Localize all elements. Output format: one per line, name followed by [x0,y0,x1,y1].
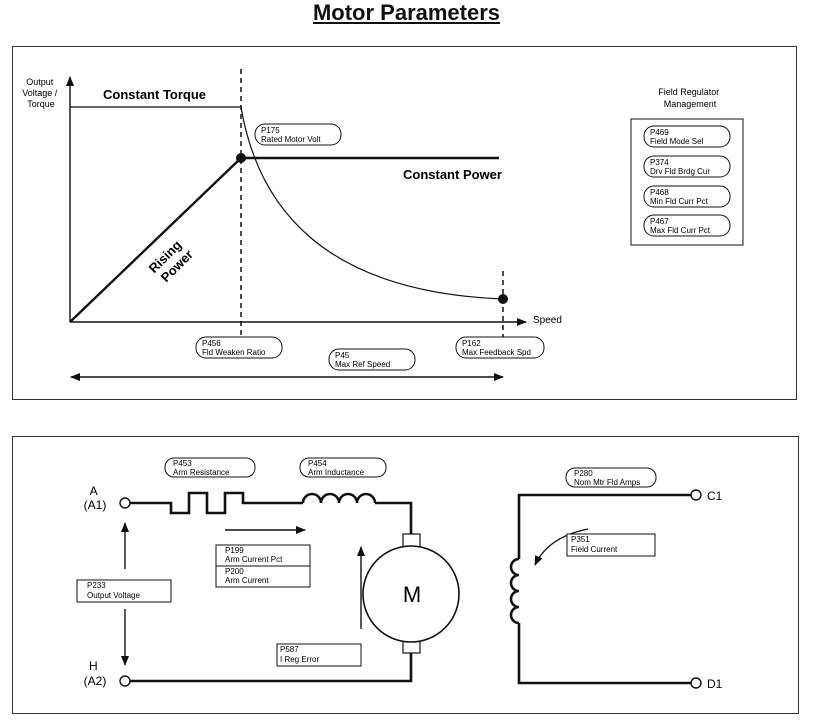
torque-decay-curve [240,106,504,300]
svg-text:P199: P199 [225,546,244,555]
terminal-a-label: A (A1) [84,484,107,512]
svg-text:Max Feedback Spd: Max Feedback Spd [462,348,531,357]
armature-bottom-wire [130,653,413,683]
svg-text:P454: P454 [308,459,327,468]
field-winding [509,557,520,625]
svg-text:Output Voltage: Output Voltage [87,591,140,600]
param-p45[interactable]: P45 Max Ref Speed [328,348,416,371]
param-p453[interactable]: P453 Arm Resistance [164,457,256,478]
terminal-c1[interactable] [690,489,702,501]
terminal-h[interactable] [119,675,131,687]
terminal-d1-label: D1 [707,677,723,691]
svg-text:Fld Weaken Ratio: Fld Weaken Ratio [202,348,266,357]
base-speed-point [236,153,246,163]
param-p351[interactable]: P351 Field Current [566,533,656,557]
motor [362,545,460,643]
svg-text:Max Fld Curr Pct: Max Fld Curr Pct [650,226,711,235]
svg-text:Arm Resistance: Arm Resistance [173,468,230,477]
motor-curve-diagram: Output Voltage / Torque Speed Constant T… [22,69,744,381]
svg-text:I Reg Error: I Reg Error [280,655,319,664]
svg-text:P456: P456 [202,339,221,348]
svg-text:Arm Inductance: Arm Inductance [308,468,365,477]
terminal-d1[interactable] [690,677,702,689]
constant-power-label: Constant Power [403,167,502,182]
armature-top-wire [375,501,413,534]
max-speed-point [498,294,508,304]
rising-power-line [69,157,242,323]
param-p587[interactable]: P587 I Reg Error [276,643,362,667]
field-param-p469[interactable]: P469 Field Mode Sel [643,125,731,148]
param-p280[interactable]: P280 Nom Mtr Fld Amps [565,467,657,488]
svg-text:Min Fld Curr Pct: Min Fld Curr Pct [650,197,709,206]
svg-text:P45: P45 [335,351,350,360]
motor-top-brush [402,533,421,548]
svg-text:P468: P468 [650,188,669,197]
svg-text:Nom Mtr Fld Amps: Nom Mtr Fld Amps [574,478,640,487]
x-axis-label: Speed [533,315,562,326]
svg-text:P233: P233 [87,581,106,590]
svg-text:P374: P374 [650,158,669,167]
armature-inductor [301,492,377,504]
field-param-p374[interactable]: P374 Drv Fld Brdg Cur [643,155,731,178]
terminal-h-label: H (A2) [84,659,107,688]
param-p233[interactable]: P233 Output Voltage [76,579,172,603]
terminal-a[interactable] [119,497,131,509]
svg-text:P587: P587 [280,645,299,654]
y-axis-label: Output Voltage / Torque [22,77,60,109]
svg-text:Arm Current Pct: Arm Current Pct [225,555,283,564]
terminal-c1-label: C1 [707,489,723,503]
svg-text:Field Current: Field Current [571,545,618,554]
svg-text:Max Ref Speed: Max Ref Speed [335,360,390,369]
svg-text:P467: P467 [650,217,669,226]
svg-text:Rated Motor Volt: Rated Motor Volt [261,135,321,144]
param-p162[interactable]: P162 Max Feedback Spd [455,336,545,359]
motor-label: M [403,582,421,607]
svg-text:P162: P162 [462,339,481,348]
constant-torque-label: Constant Torque [103,87,206,102]
param-p454[interactable]: P454 Arm Inductance [299,457,387,478]
param-p175[interactable]: P175 Rated Motor Volt [254,123,342,146]
svg-text:P280: P280 [574,469,593,478]
param-p199-p200[interactable]: P199 Arm Current Pct P200 Arm Current [215,544,311,588]
svg-text:P200: P200 [225,567,244,576]
armature-resistor [130,491,303,515]
svg-text:P453: P453 [173,459,192,468]
svg-text:P175: P175 [261,126,280,135]
svg-text:Drv Fld Brdg Cur: Drv Fld Brdg Cur [650,167,710,176]
field-top-wire [517,493,691,559]
field-regulator-title: Field Regulator Management [658,87,722,109]
armature-circuit-panel: A (A1) H (A2) M C1 D1 [12,436,799,714]
armature-circuit-diagram: A (A1) H (A2) M C1 D1 [76,457,723,691]
svg-text:P351: P351 [571,535,590,544]
svg-text:P469: P469 [650,128,669,137]
field-current-arrow [534,528,589,566]
svg-text:Field Mode Sel: Field Mode Sel [650,137,704,146]
motor-curve-panel: Output Voltage / Torque Speed Constant T… [12,46,797,400]
svg-text:Arm Current: Arm Current [225,576,269,585]
field-bottom-wire [517,623,691,685]
field-param-p468[interactable]: P468 Min Fld Curr Pct [643,185,731,208]
field-param-p467[interactable]: P467 Max Fld Curr Pct [643,214,731,237]
page-title: Motor Parameters [312,0,501,25]
param-p456[interactable]: P456 Fld Weaken Ratio [195,336,283,359]
